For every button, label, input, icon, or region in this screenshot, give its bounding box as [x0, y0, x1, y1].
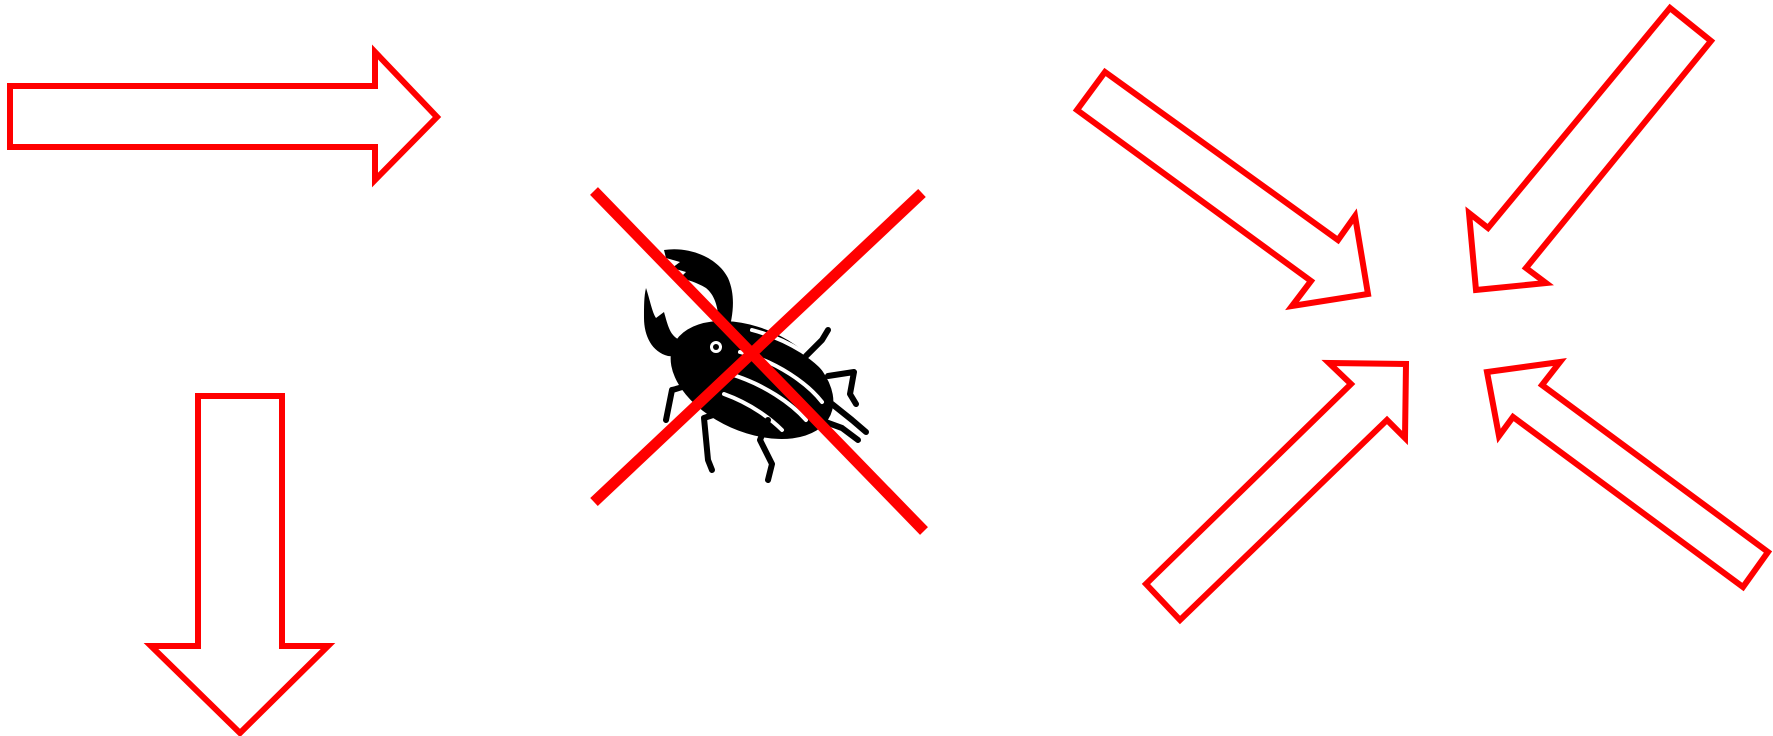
arrow-right-icon	[10, 52, 437, 180]
arrow-down-left-icon	[1469, 8, 1711, 290]
arrow-down-icon	[151, 396, 328, 733]
arrow-up-left-icon	[1487, 362, 1768, 587]
arrow-up-right-icon	[1146, 363, 1406, 620]
arrow-down-right-icon	[1077, 72, 1368, 306]
converging-arrows	[1077, 8, 1768, 620]
cross-icon	[594, 191, 924, 531]
